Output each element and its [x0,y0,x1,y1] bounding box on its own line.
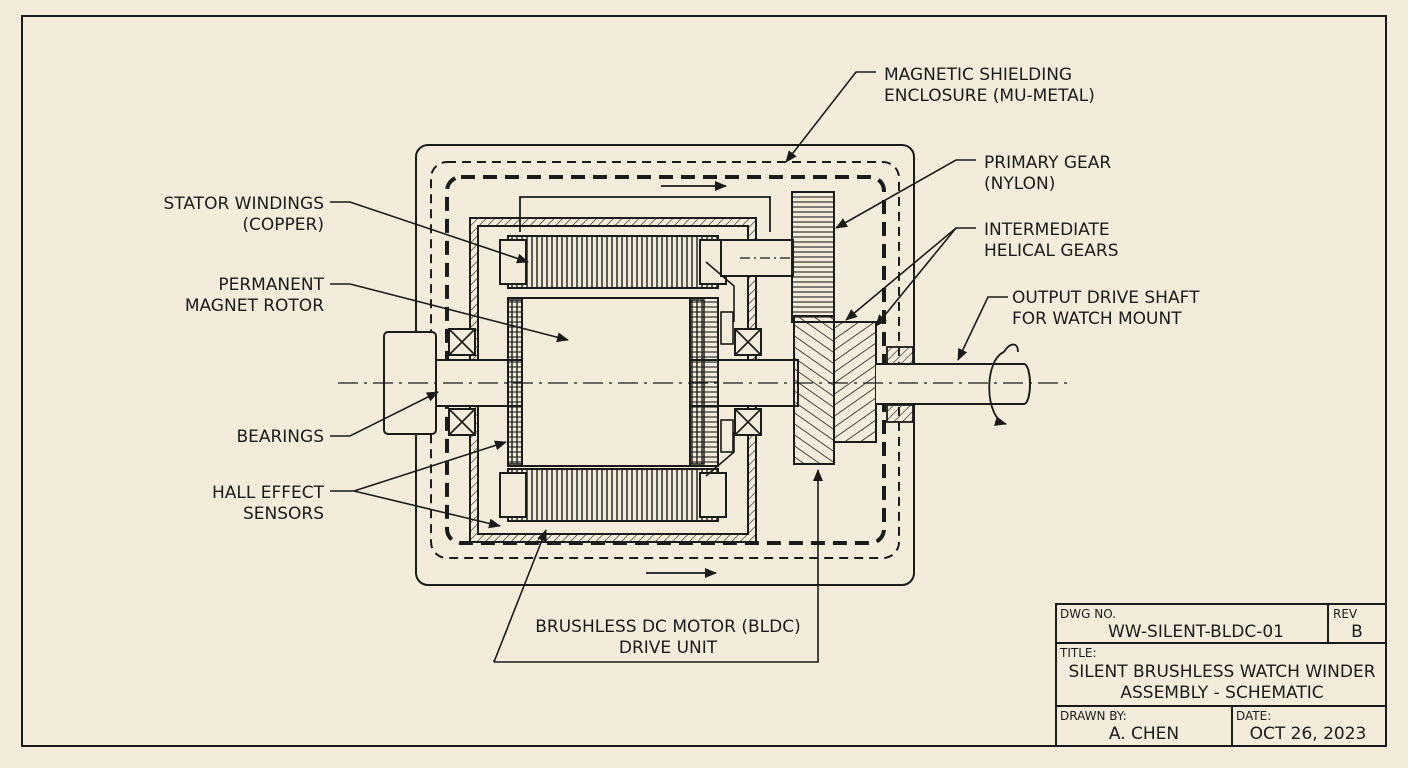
output-drive-shaft [876,363,1031,405]
leader-output [957,296,1008,361]
stator-end-top-left [499,239,527,285]
stator-end-bottom-left [499,472,527,518]
hall-sensor-bottom [705,419,735,477]
stator-end-bottom-right [699,472,727,518]
drawn-by-label: DRAWN BY: [1060,709,1127,723]
flow-loop [519,196,771,232]
leader-motor-left [493,529,547,663]
helical-gear-large [793,315,835,465]
title-block: DWG NO. WW-SILENT-BLDC-01 REV B TITLE: S… [1055,603,1387,747]
stator-winding-top [507,235,719,289]
drawn-by-value: A. CHEN [1109,724,1179,744]
rotation-arrow [988,351,1007,426]
title-label: TITLE: [1059,646,1097,660]
primary-gear [791,191,835,323]
output-bushing-bottom [886,404,914,423]
rotor-core [521,297,691,467]
label-intermediate-line2: HELICAL GEARS [984,241,1119,261]
dwg-no-label: DWG NO. [1060,607,1116,621]
date-label: DATE: [1236,709,1271,723]
title-line2: ASSEMBLY - SCHEMATIC [1120,683,1323,703]
leader-hall-2 [353,490,501,529]
rev-label: REV [1333,607,1358,621]
leader-primary-gear [835,159,976,229]
rotor-right-edge [689,299,705,465]
hall-sensor-top [705,261,735,345]
label-primary-gear-line2: (NYLON) [984,174,1055,194]
label-hall-line1: HALL EFFECT [212,483,325,503]
label-motor-line1: BRUSHLESS DC MOTOR (BLDC) [535,617,800,637]
label-shielding-line2: ENCLOSURE (MU-METAL) [884,86,1095,106]
leader-stator [330,201,529,264]
rev-value: B [1351,622,1363,642]
leader-lines [330,71,1008,663]
label-motor-line2: DRIVE UNIT [619,638,718,658]
sheet-border [21,15,1387,747]
stator-winding-bottom [507,468,719,522]
output-bushing-top [886,346,914,365]
label-shielding-line1: MAGNETIC SHIELDING [884,65,1072,85]
bearing-top-left [448,328,476,356]
bearing-bottom-left [448,408,476,436]
rotation-arrow-top [1003,343,1019,353]
label-output-line2: FOR WATCH MOUNT [1012,309,1182,329]
leader-hall-1 [330,440,507,492]
label-bearings: BEARINGS [236,427,324,447]
label-rotor-line1: PERMANENT [218,275,324,295]
label-stator-line1: STATOR WINDINGS [164,194,324,214]
helical-gear-small [833,321,877,443]
leader-intermediate-2 [875,227,957,327]
labels: MAGNETIC SHIELDING ENCLOSURE (MU-METAL) … [164,65,1201,658]
leader-shielding [785,71,876,163]
bearing-top-right [734,328,762,356]
motor-assembly [338,144,1072,586]
leader-motor-bottom [494,469,823,663]
rotor-left-edge [507,299,523,465]
label-primary-gear-line1: PRIMARY GEAR [984,153,1111,173]
dwg-no-value: WW-SILENT-BLDC-01 [1108,622,1284,642]
title-line1: SILENT BRUSHLESS WATCH WINDER [1068,662,1375,682]
label-stator-line2: (COPPER) [242,215,324,235]
leader-rotor [330,283,569,343]
bearing-bottom-right [734,408,762,436]
label-intermediate-line1: INTERMEDIATE [984,220,1110,240]
label-hall-line2: SENSORS [243,504,324,524]
label-output-line1: OUTPUT DRIVE SHAFT [1012,288,1200,308]
leader-intermediate-1 [845,227,976,321]
date-value: OCT 26, 2023 [1250,724,1367,744]
label-rotor-line2: MAGNET ROTOR [185,296,324,316]
leader-bearings [330,391,439,437]
